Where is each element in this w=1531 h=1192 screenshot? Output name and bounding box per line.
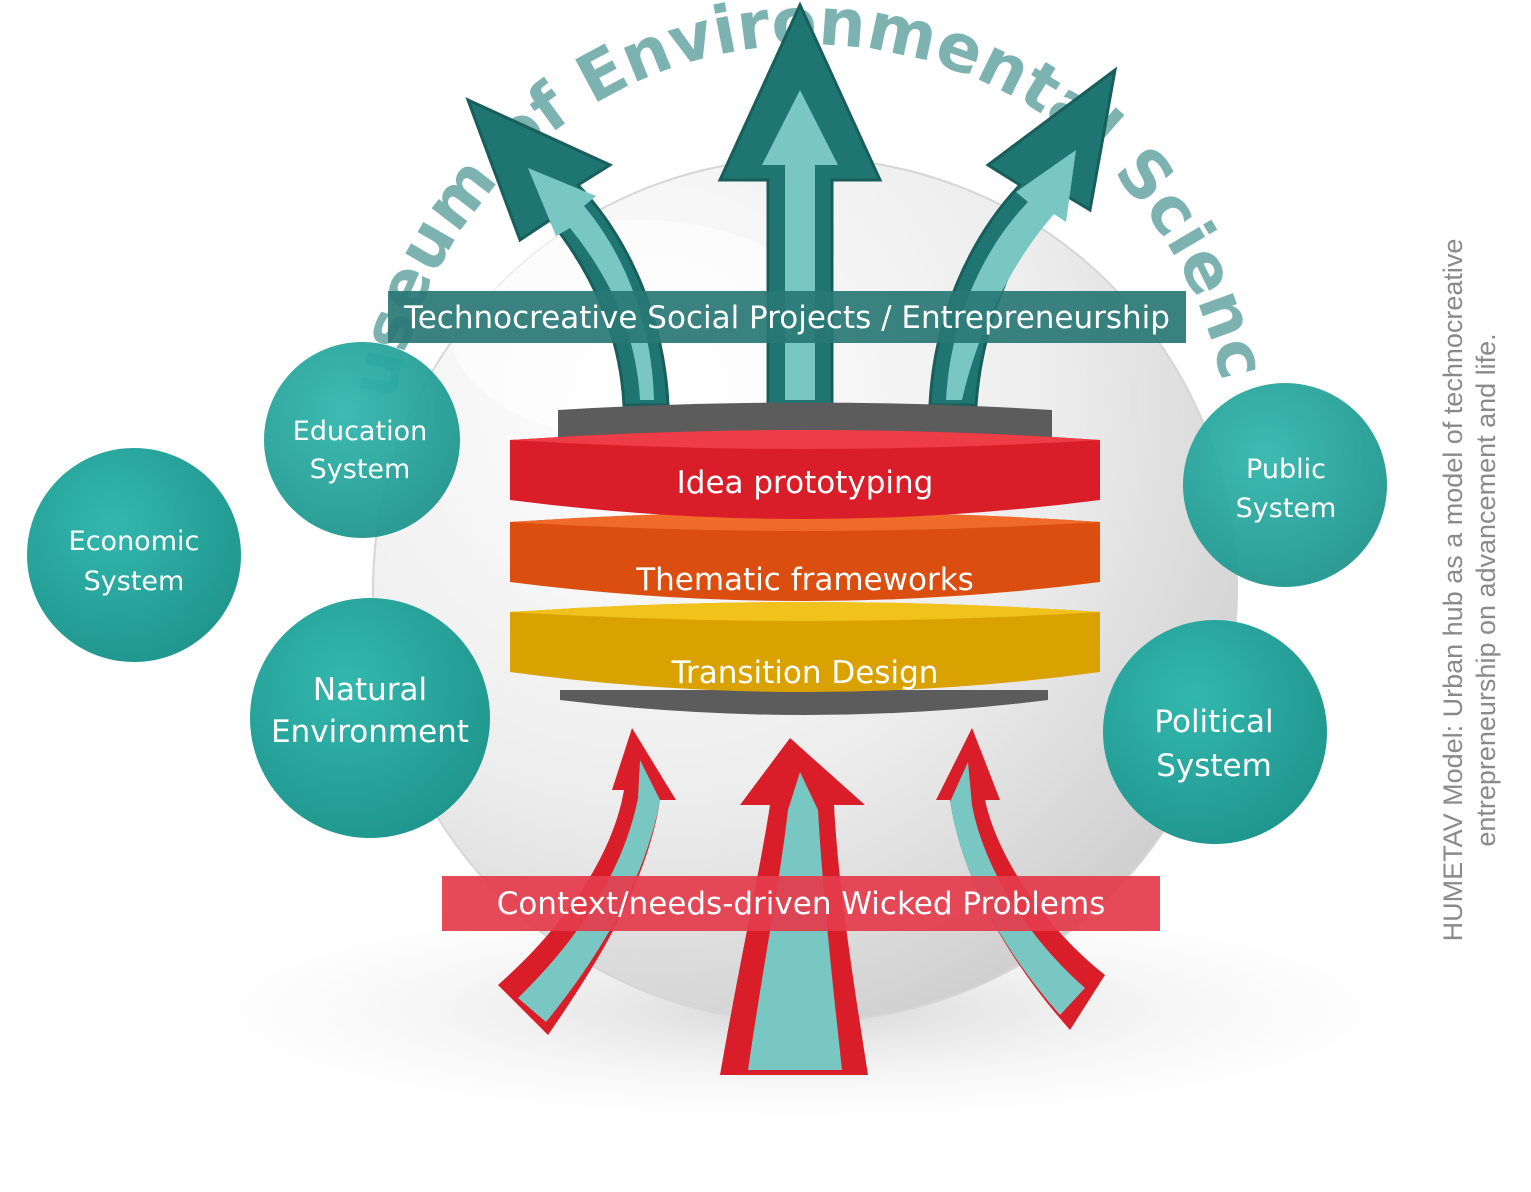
output-arrow-center-inner [762,90,838,400]
bubble-education-system: Education System [264,342,460,538]
natural-label-line2: Environment [271,714,469,750]
figure-caption: HUMETAV Model: Urban hub as a model of t… [1437,220,1503,960]
input-arrow-left [498,728,676,1035]
bubble-economic-system: Economic System [27,448,241,662]
input-arrow-right [936,728,1105,1030]
public-label-line2: System [1236,493,1337,524]
caption-line-1: HUMETAV Model: Urban hub as a model of t… [1438,238,1468,942]
input-arrow-left-inner [518,760,660,1022]
economic-label-line2: System [84,566,185,597]
education-label-line2: System [310,454,411,485]
public-label-line1: Public [1246,454,1326,485]
bubble-natural-environment: Natural Environment [250,598,490,838]
stack-bottom-cap [560,690,1048,715]
band-transition-design: Transition Design [510,602,1100,692]
political-label-line1: Political [1154,704,1273,740]
band-thematic-label: Thematic frameworks [635,562,974,598]
political-label-line2: System [1156,748,1272,784]
bottom-banner: Context/needs-driven Wicked Problems [442,876,1160,931]
natural-label-line1: Natural [313,672,427,708]
education-label-line1: Education [293,416,427,447]
band-idea-label: Idea prototyping [677,465,934,501]
output-arrow-left-inner [528,168,654,400]
bubble-political-system: Political System [1103,620,1327,844]
bottom-banner-label: Context/needs-driven Wicked Problems [497,886,1106,922]
bubble-public-system: Public System [1183,383,1387,587]
top-banner-label: Technocreative Social Projects / Entrepr… [403,300,1170,336]
band-thematic-frameworks: Thematic frameworks [510,512,1100,601]
band-transition-label: Transition Design [671,655,939,691]
economic-label-line1: Economic [69,526,200,557]
caption-line-2: entrepreneurship on advancement and life… [1471,333,1501,847]
band-idea-prototyping: Idea prototyping [510,430,1100,519]
top-banner: Technocreative Social Projects / Entrepr… [388,291,1186,343]
